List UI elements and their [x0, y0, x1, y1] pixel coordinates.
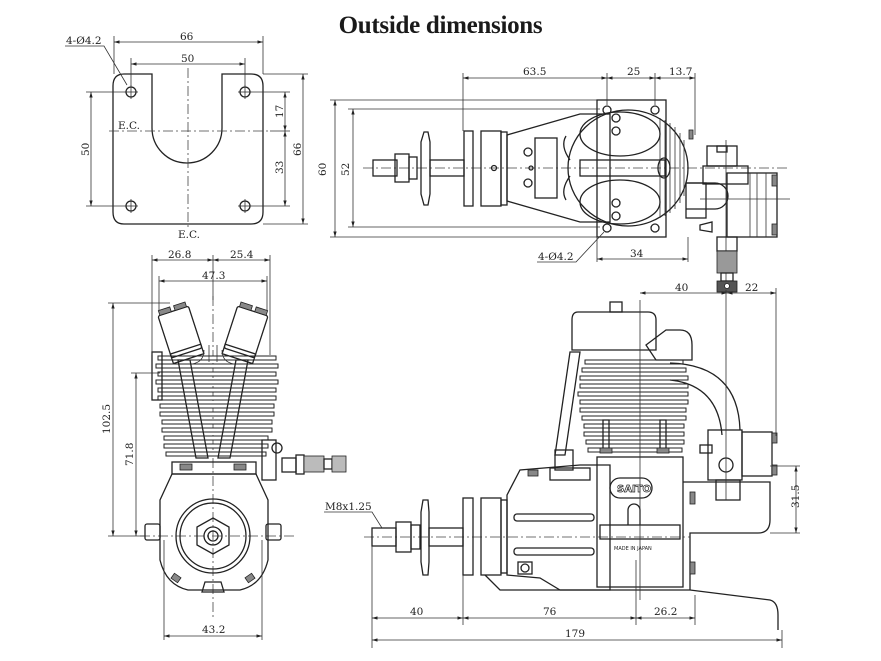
hole-note-label: 4-Ø4.2: [66, 35, 102, 47]
dim-label: 50: [181, 53, 194, 65]
dim-label: 25.4: [230, 249, 254, 261]
mounting-hole: [238, 199, 252, 213]
page-title: Outside dimensions: [338, 12, 543, 39]
dim-label: 102.5: [101, 404, 113, 434]
dim-label: 22: [745, 282, 758, 294]
mounting-hole: [124, 85, 138, 99]
dim-label: 40: [675, 282, 688, 294]
dim-label: 34: [630, 248, 644, 260]
dim-label: 179: [565, 628, 585, 640]
side-view: SAITO MADE IN JAPAN M8x1.25 40: [324, 282, 802, 648]
dim-label: 50: [80, 143, 92, 156]
dim-label: 43.2: [202, 624, 225, 636]
hole-note-label: 4-Ø4.2: [538, 251, 574, 263]
dim-label: 60: [317, 163, 329, 176]
dim-label: 40: [410, 606, 423, 618]
brand-badge: [609, 477, 653, 499]
dim-label: 66: [292, 142, 304, 156]
dim-label: 31.5: [790, 485, 802, 508]
dim-label: 33: [274, 161, 286, 174]
top-view: 63.5 25 13.7 60 52 4-Ø4.2 34: [317, 66, 790, 293]
dim-label: 26.2: [654, 606, 677, 618]
front-view: 26.8 25.4 47.3 102.5 71.8 43.2: [101, 249, 347, 640]
dim-label: 66: [180, 31, 194, 43]
origin-text: MADE IN JAPAN: [614, 546, 652, 552]
mount-plate-view: 4-Ø4.2 66 50 E.C. E.C. 50 17 33 66: [65, 31, 308, 241]
dim-label: 71.8: [124, 443, 136, 466]
ec-label: E.C.: [118, 120, 140, 132]
rocker-cover: [157, 301, 205, 365]
cooling-fins: [155, 355, 279, 457]
dim-label: 63.5: [523, 66, 546, 78]
dim-label: 13.7: [669, 66, 692, 78]
dim-label: 25: [627, 66, 640, 78]
cooling-fins: [659, 118, 685, 218]
dim-label: 52: [340, 163, 352, 176]
mounting-hole: [238, 85, 252, 99]
rocker-cover: [221, 301, 269, 365]
ec-label: E.C.: [178, 229, 200, 241]
dim-label: 17: [274, 105, 286, 118]
brand-logo: SAITO: [617, 484, 651, 495]
mount-plate-outline: [112, 73, 264, 225]
dim-label: 76: [543, 606, 557, 618]
cooling-fins: [577, 359, 689, 453]
thread-label: M8x1.25: [325, 501, 372, 513]
mounting-hole: [124, 199, 138, 213]
dim-label: 26.8: [168, 249, 191, 261]
dim-label: 47.3: [202, 270, 225, 282]
